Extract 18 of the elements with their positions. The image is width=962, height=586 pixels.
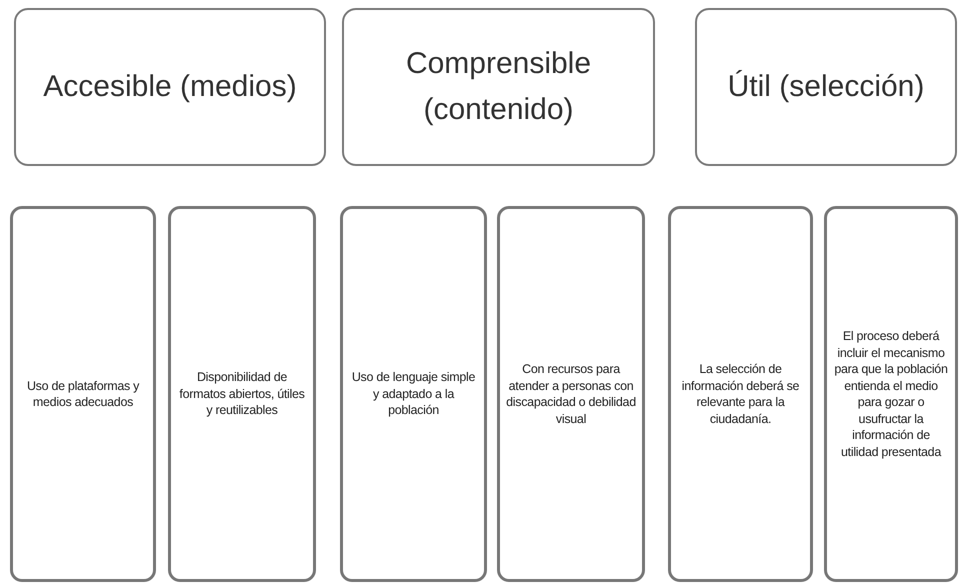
description-box — [10, 206, 156, 582]
category-box — [14, 8, 326, 166]
category-box — [342, 8, 655, 166]
category-title: Accesible (medios) — [43, 68, 297, 105]
description-text: Uso de lenguaje simple y adaptado a la población — [350, 369, 476, 419]
description-box — [168, 206, 316, 582]
description-text: Uso de plataformas y medios adecuados — [26, 378, 140, 410]
category-box — [695, 8, 957, 166]
category-title: Comprensible (contenido) — [404, 46, 592, 128]
category-title: Útil (selección) — [728, 68, 924, 105]
description-box — [824, 206, 958, 582]
description-box — [497, 206, 645, 582]
description-box — [340, 206, 487, 582]
description-text: La selección de información deberá se relevante para la ciudadanía. — [680, 361, 800, 427]
description-text: Con recursos para atender a personas con discapacidad o debilidad visual — [505, 361, 637, 427]
description-text: Disponibilidad de formatos abiertos, útiles y reutilizables — [178, 369, 306, 419]
description-box — [668, 206, 813, 582]
description-text: El proceso deberá incluir el mecanismo para que la población entienda el medio para gozar o usufructar la información de utilidad presentada — [833, 328, 949, 460]
